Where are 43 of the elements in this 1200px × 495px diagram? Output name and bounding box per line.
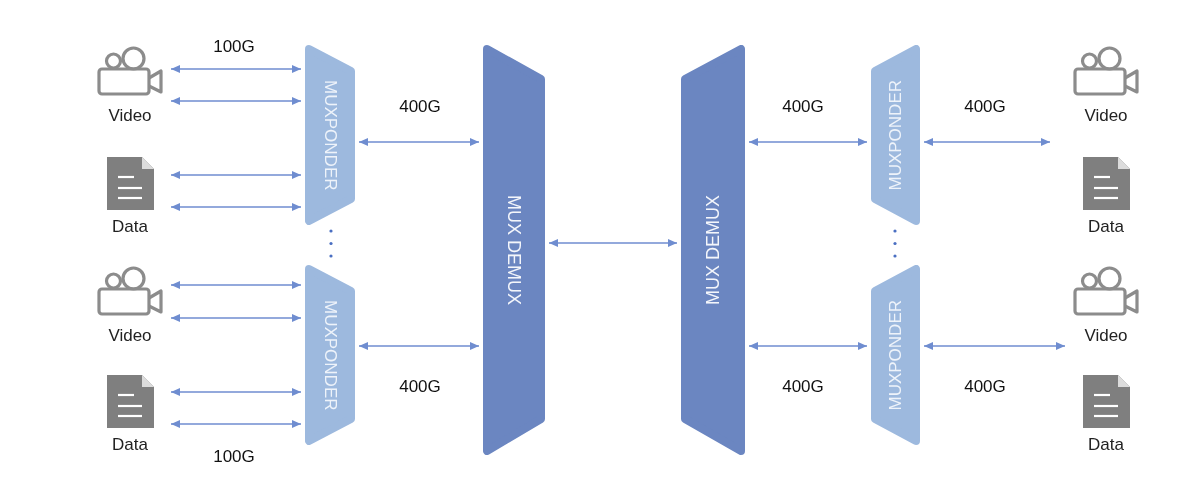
icon-caption: Video [1084, 106, 1128, 126]
double-arrow [170, 171, 302, 179]
muxponder-block [871, 265, 920, 445]
double-arrow [170, 97, 302, 105]
mux-demux-block [483, 45, 545, 455]
double-arrow [170, 65, 302, 73]
double-arrow [748, 342, 868, 350]
icon-caption: Data [112, 435, 148, 455]
double-arrow [170, 420, 302, 428]
bandwidth-label: 400G [399, 97, 441, 117]
icon-caption: Video [108, 106, 152, 126]
muxponder-block [871, 45, 920, 225]
muxponder-label: MUXPONDER [321, 79, 339, 191]
bandwidth-label: 100G [213, 447, 255, 467]
double-arrow [170, 203, 302, 211]
bandwidth-label: 400G [782, 377, 824, 397]
double-arrow [548, 239, 678, 247]
bandwidth-label: 400G [399, 377, 441, 397]
icon-caption: Video [108, 326, 152, 346]
muxponder-block [305, 265, 355, 445]
double-arrow [170, 281, 302, 289]
double-arrow [170, 314, 302, 322]
bandwidth-label: 100G [213, 37, 255, 57]
icon-caption: Data [1088, 435, 1124, 455]
double-arrow [748, 138, 868, 146]
double-arrow [923, 138, 1051, 146]
mux-demux-label: MUX DEMUX [505, 195, 523, 305]
bandwidth-label: 400G [964, 377, 1006, 397]
icon-caption: Video [1084, 326, 1128, 346]
icon-caption: Data [112, 217, 148, 237]
double-arrow [358, 342, 480, 350]
muxponder-block [305, 45, 355, 225]
double-arrow [923, 342, 1066, 350]
mux-demux-label: MUX DEMUX [704, 195, 722, 305]
icon-caption: Data [1088, 217, 1124, 237]
double-arrow [358, 138, 480, 146]
bandwidth-label: 400G [782, 97, 824, 117]
muxponder-label: MUXPONDER [887, 79, 904, 191]
bandwidth-label: 400G [964, 97, 1006, 117]
double-arrow [170, 388, 302, 396]
mux-demux-block [681, 45, 745, 455]
muxponder-label: MUXPONDER [887, 299, 904, 411]
muxponder-label: MUXPONDER [321, 299, 339, 411]
